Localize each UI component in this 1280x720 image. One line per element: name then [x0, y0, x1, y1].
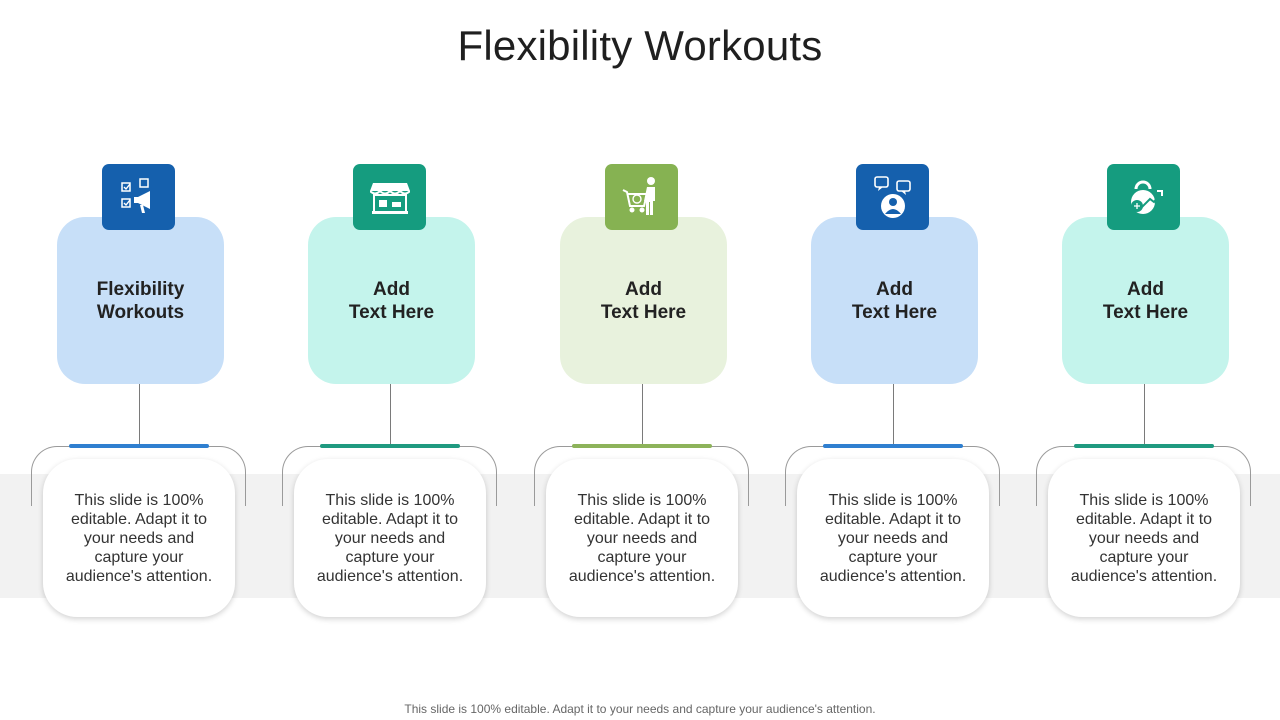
connector-line: [893, 384, 894, 444]
description-text: This slide is 100% editable. Adapt it to…: [1070, 491, 1218, 585]
card-2: Add Text Here: [308, 217, 475, 384]
kettlebell-growth-icon: [1107, 164, 1180, 230]
description-box: This slide is 100% editable. Adapt it to…: [43, 459, 235, 617]
megaphone-checklist-icon: [102, 164, 175, 230]
user-chat-icon: [856, 164, 929, 230]
connector-line: [139, 384, 140, 444]
description-box: This slide is 100% editable. Adapt it to…: [294, 459, 486, 617]
footer-note: This slide is 100% editable. Adapt it to…: [404, 702, 876, 716]
column-1: Flexibility Workouts This slide is 100% …: [0, 0, 251, 720]
connector-line: [642, 384, 643, 444]
card-label: Add Text Here: [348, 278, 435, 323]
slide-title: Flexibility Workouts: [457, 22, 823, 69]
connector-line: [390, 384, 391, 444]
description-box: This slide is 100% editable. Adapt it to…: [546, 459, 738, 617]
shopper-cart-icon: [605, 164, 678, 230]
column-4: Add Text Here This slide is 100% editabl…: [754, 0, 1005, 720]
card-4: Add Text Here: [811, 217, 978, 384]
column-2: Add Text Here This slide is 100% editabl…: [251, 0, 502, 720]
card-label: Flexibility Workouts: [96, 278, 185, 323]
card-label: Add Text Here: [600, 278, 687, 323]
card-label: Add Text Here: [851, 278, 938, 323]
accent-bar: [320, 444, 460, 448]
accent-bar: [572, 444, 712, 448]
column-3: Add Text Here This slide is 100% editabl…: [503, 0, 754, 720]
description-text: This slide is 100% editable. Adapt it to…: [568, 491, 716, 585]
accent-bar: [823, 444, 963, 448]
connector-line: [1144, 384, 1145, 444]
column-5: Add Text Here This slide is 100% editabl…: [1005, 0, 1256, 720]
description-box: This slide is 100% editable. Adapt it to…: [797, 459, 989, 617]
description-box: This slide is 100% editable. Adapt it to…: [1048, 459, 1240, 617]
card-label: Add Text Here: [1102, 278, 1189, 323]
description-text: This slide is 100% editable. Adapt it to…: [316, 491, 464, 585]
card-1: Flexibility Workouts: [57, 217, 224, 384]
storefront-icon: [353, 164, 426, 230]
accent-bar: [69, 444, 209, 448]
accent-bar: [1074, 444, 1214, 448]
card-3: Add Text Here: [560, 217, 727, 384]
description-text: This slide is 100% editable. Adapt it to…: [65, 491, 213, 585]
card-5: Add Text Here: [1062, 217, 1229, 384]
description-text: This slide is 100% editable. Adapt it to…: [819, 491, 967, 585]
